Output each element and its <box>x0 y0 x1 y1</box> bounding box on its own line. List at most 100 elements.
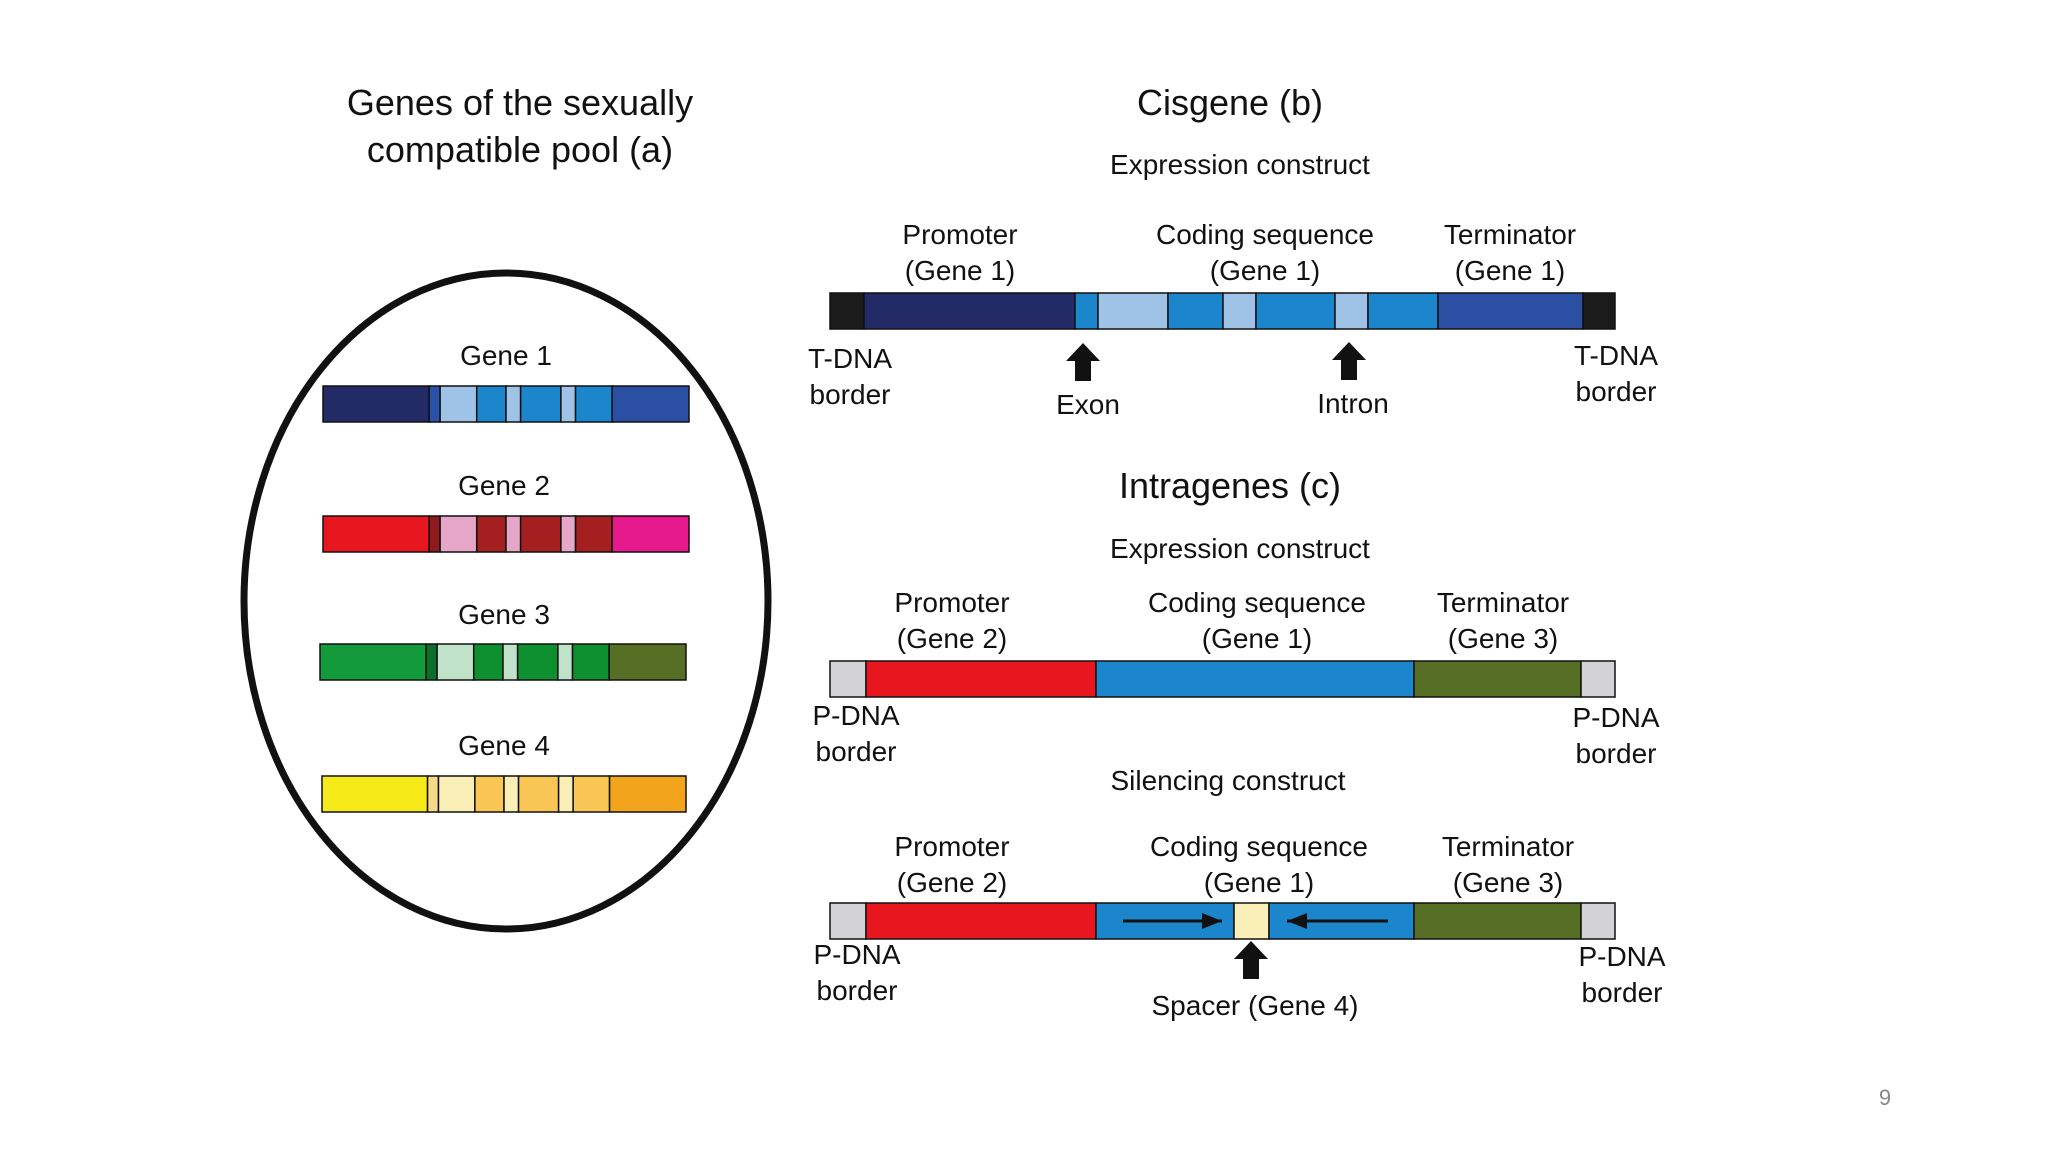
gene-2-segment-8 <box>574 515 613 553</box>
panel-b-subtitle: Expression construct <box>1110 149 1370 180</box>
gene-2-segment-9 <box>611 515 690 553</box>
expr-promoter-line2: (Gene 2) <box>896 623 1008 655</box>
gene-1-segment-9 <box>611 385 690 423</box>
spacer-arrow <box>1234 941 1268 979</box>
intron-label: Intron <box>1317 388 1389 419</box>
sil-terminator-line1: Terminator <box>1441 831 1575 862</box>
cisgene-left-border-label: T-DNA border <box>790 341 910 414</box>
gene-1-label: Gene 1 <box>460 340 552 371</box>
gene-4-segment-4 <box>474 775 505 813</box>
cisgene-exon-3 <box>1255 292 1336 330</box>
cisgene-terminator-line1: Terminator <box>1443 219 1577 250</box>
sense-arrow-head <box>1202 913 1222 929</box>
sil-left-border-line1: P-DNA <box>813 939 901 970</box>
sil-spacer <box>1233 902 1270 940</box>
cisgene-coding-line2: (Gene 1) <box>1209 255 1321 287</box>
sil-promoter <box>865 902 1097 940</box>
cisgene-right-border <box>1582 292 1616 330</box>
cisgene-promoter-label: Promoter (Gene 1) <box>860 217 1060 290</box>
cisgene-coding-label: Coding sequence (Gene 1) <box>1130 217 1400 290</box>
gene-4-segment-3 <box>437 775 476 813</box>
gene-3-segment-5 <box>502 643 519 681</box>
sil-terminator <box>1413 902 1582 940</box>
expr-coding-sequence <box>1095 660 1415 698</box>
cisgene-left-border-line1: T-DNA <box>808 343 892 374</box>
cisgene-exon-2 <box>1167 292 1224 330</box>
page-number: 9 <box>1878 1085 1892 1110</box>
expr-left-border <box>829 660 867 698</box>
gene-1-segment-2 <box>428 385 441 423</box>
sil-right-border-label: P-DNA border <box>1562 939 1682 1012</box>
panel-c-title: Intragenes (c) <box>1118 465 1342 506</box>
gene-1-segment-1 <box>322 385 430 423</box>
gene-3-label: Gene 3 <box>458 599 550 630</box>
gene-4-segment-5 <box>503 775 520 813</box>
expr-promoter-line1: Promoter <box>894 587 1010 618</box>
sil-promoter-line2: (Gene 2) <box>896 867 1008 899</box>
gene-1-segment-8 <box>574 385 613 423</box>
expr-right-border-line2: border <box>1575 738 1657 770</box>
panel-a-title-line1: Genes of the sexually <box>346 82 694 123</box>
cisgene-promoter-line2: (Gene 1) <box>904 255 1016 287</box>
sil-left-border-line2: border <box>816 975 898 1007</box>
sil-promoter-line1: Promoter <box>894 831 1010 862</box>
cisgene-left-border <box>829 292 865 330</box>
expr-terminator <box>1413 660 1582 698</box>
cisgene-left-border-line2: border <box>809 379 891 411</box>
gene-2-segment-1 <box>322 515 430 553</box>
gene-4-label: Gene 4 <box>458 730 550 761</box>
expr-terminator-label: Terminator (Gene 3) <box>1403 585 1603 658</box>
gene-1-segment-5 <box>505 385 522 423</box>
cisgene-right-border-line1: T-DNA <box>1574 340 1658 371</box>
gene-3-segment-1 <box>319 643 427 681</box>
sil-right-border-line2: border <box>1581 977 1663 1009</box>
expr-right-border-label: P-DNA border <box>1556 700 1676 773</box>
cisgene-promoter <box>863 292 1076 330</box>
gene-2-segment-2 <box>428 515 441 553</box>
cisgene-right-border-label: T-DNA border <box>1556 338 1676 411</box>
sil-terminator-label: Terminator (Gene 3) <box>1408 829 1608 902</box>
gene-4-segment-2 <box>426 775 440 813</box>
cisgene-coding-line1: Coding sequence <box>1156 219 1374 250</box>
gene-4-segment-6 <box>517 775 560 813</box>
expr-left-border-label: P-DNA border <box>796 698 916 771</box>
gene-2-segment-3 <box>439 515 478 553</box>
exon-label: Exon <box>1056 389 1120 420</box>
cisgene-intron-2 <box>1222 292 1257 330</box>
panel-a-title-line2: compatible pool (a) <box>366 128 674 170</box>
panel-c-expression-subtitle: Expression construct <box>1110 533 1370 564</box>
expr-terminator-line1: Terminator <box>1436 587 1570 618</box>
expr-promoter <box>865 660 1097 698</box>
sil-left-border <box>829 902 867 940</box>
spacer-label: Spacer (Gene 4) <box>1151 990 1359 1021</box>
expr-promoter-label: Promoter (Gene 2) <box>852 585 1052 658</box>
gene-4-segment-7 <box>557 775 574 813</box>
expr-coding-line2: (Gene 1) <box>1201 623 1313 655</box>
gene-3-segment-3 <box>436 643 475 681</box>
cisgene-exon-4 <box>1367 292 1439 330</box>
gene-3-segment-4 <box>472 643 504 681</box>
gene-1-segment-7 <box>560 385 577 423</box>
panel-c-silencing-subtitle: Silencing construct <box>1110 765 1346 796</box>
cisgene-terminator-line2: (Gene 1) <box>1454 255 1566 287</box>
sil-left-border-label: P-DNA border <box>797 937 917 1010</box>
cisgene-intron-3 <box>1334 292 1369 330</box>
cisgene-terminator <box>1437 292 1584 330</box>
expr-left-border-line1: P-DNA <box>812 700 900 731</box>
cisgene-terminator-label: Terminator (Gene 1) <box>1410 217 1610 290</box>
gene-1-segment-4 <box>475 385 507 423</box>
gene-3-segment-9 <box>608 643 687 681</box>
gene-3-segment-2 <box>425 643 438 681</box>
gene-2-segment-6 <box>519 515 562 553</box>
gene-pool-ellipse <box>240 269 772 933</box>
gene-1-segment-3 <box>439 385 478 423</box>
sil-promoter-label: Promoter (Gene 2) <box>852 829 1052 902</box>
gene-4-segment-9 <box>608 775 687 813</box>
sil-terminator-line2: (Gene 3) <box>1452 867 1564 899</box>
sil-right-border-line1: P-DNA <box>1578 941 1666 972</box>
gene-3-segment-7 <box>557 643 574 681</box>
panel-b-title: Cisgene (b) <box>1136 82 1324 123</box>
cisgene-right-border-line2: border <box>1575 376 1657 408</box>
